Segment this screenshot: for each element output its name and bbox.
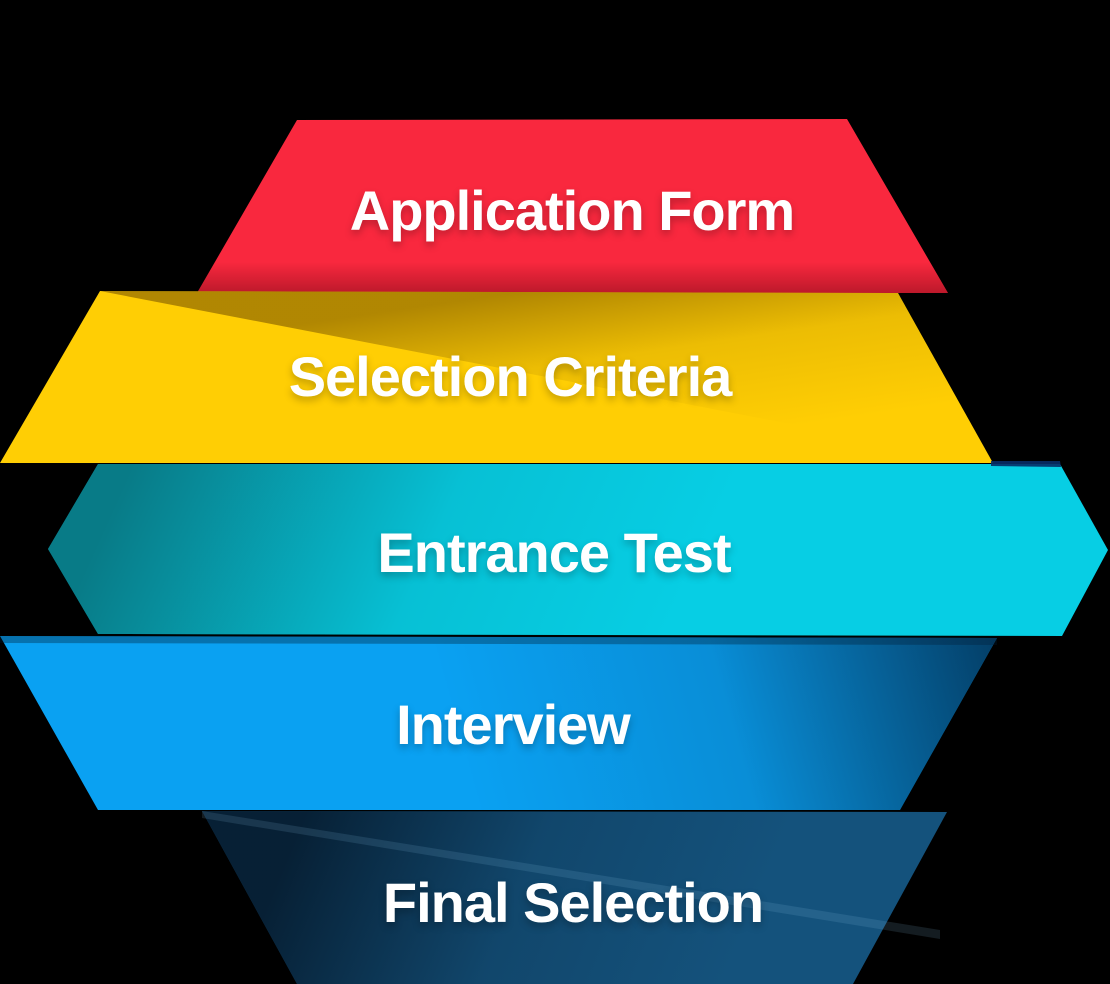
stage-label-interview: Interview: [396, 693, 631, 756]
stage-fold-shadow-final-selection: [202, 811, 947, 984]
stage-entrance-test: Entrance Test: [48, 461, 1108, 636]
stage-fold-shadow-selection-criteria: [100, 291, 993, 463]
stage-interview: Interview: [0, 636, 997, 810]
stage-fold-shadow-interview: [0, 636, 997, 810]
paper-fold-sheen: [202, 811, 940, 939]
paper-edge-shadow-line: [991, 461, 1061, 467]
stage-fold-shadow-entrance-test: [48, 464, 1108, 636]
stage-label-selection-criteria: Selection Criteria: [289, 345, 733, 408]
stage-label-entrance-test: Entrance Test: [377, 521, 731, 584]
stage-selection-criteria: Selection Criteria: [0, 291, 993, 463]
stage-application-form: Application Form: [197, 119, 948, 293]
stage-final-selection: Final Selection: [202, 811, 947, 984]
stage-label-final-selection: Final Selection: [383, 871, 763, 934]
stage-fold-shadow-application-form: [197, 119, 948, 293]
stage-label-application-form: Application Form: [350, 179, 794, 242]
